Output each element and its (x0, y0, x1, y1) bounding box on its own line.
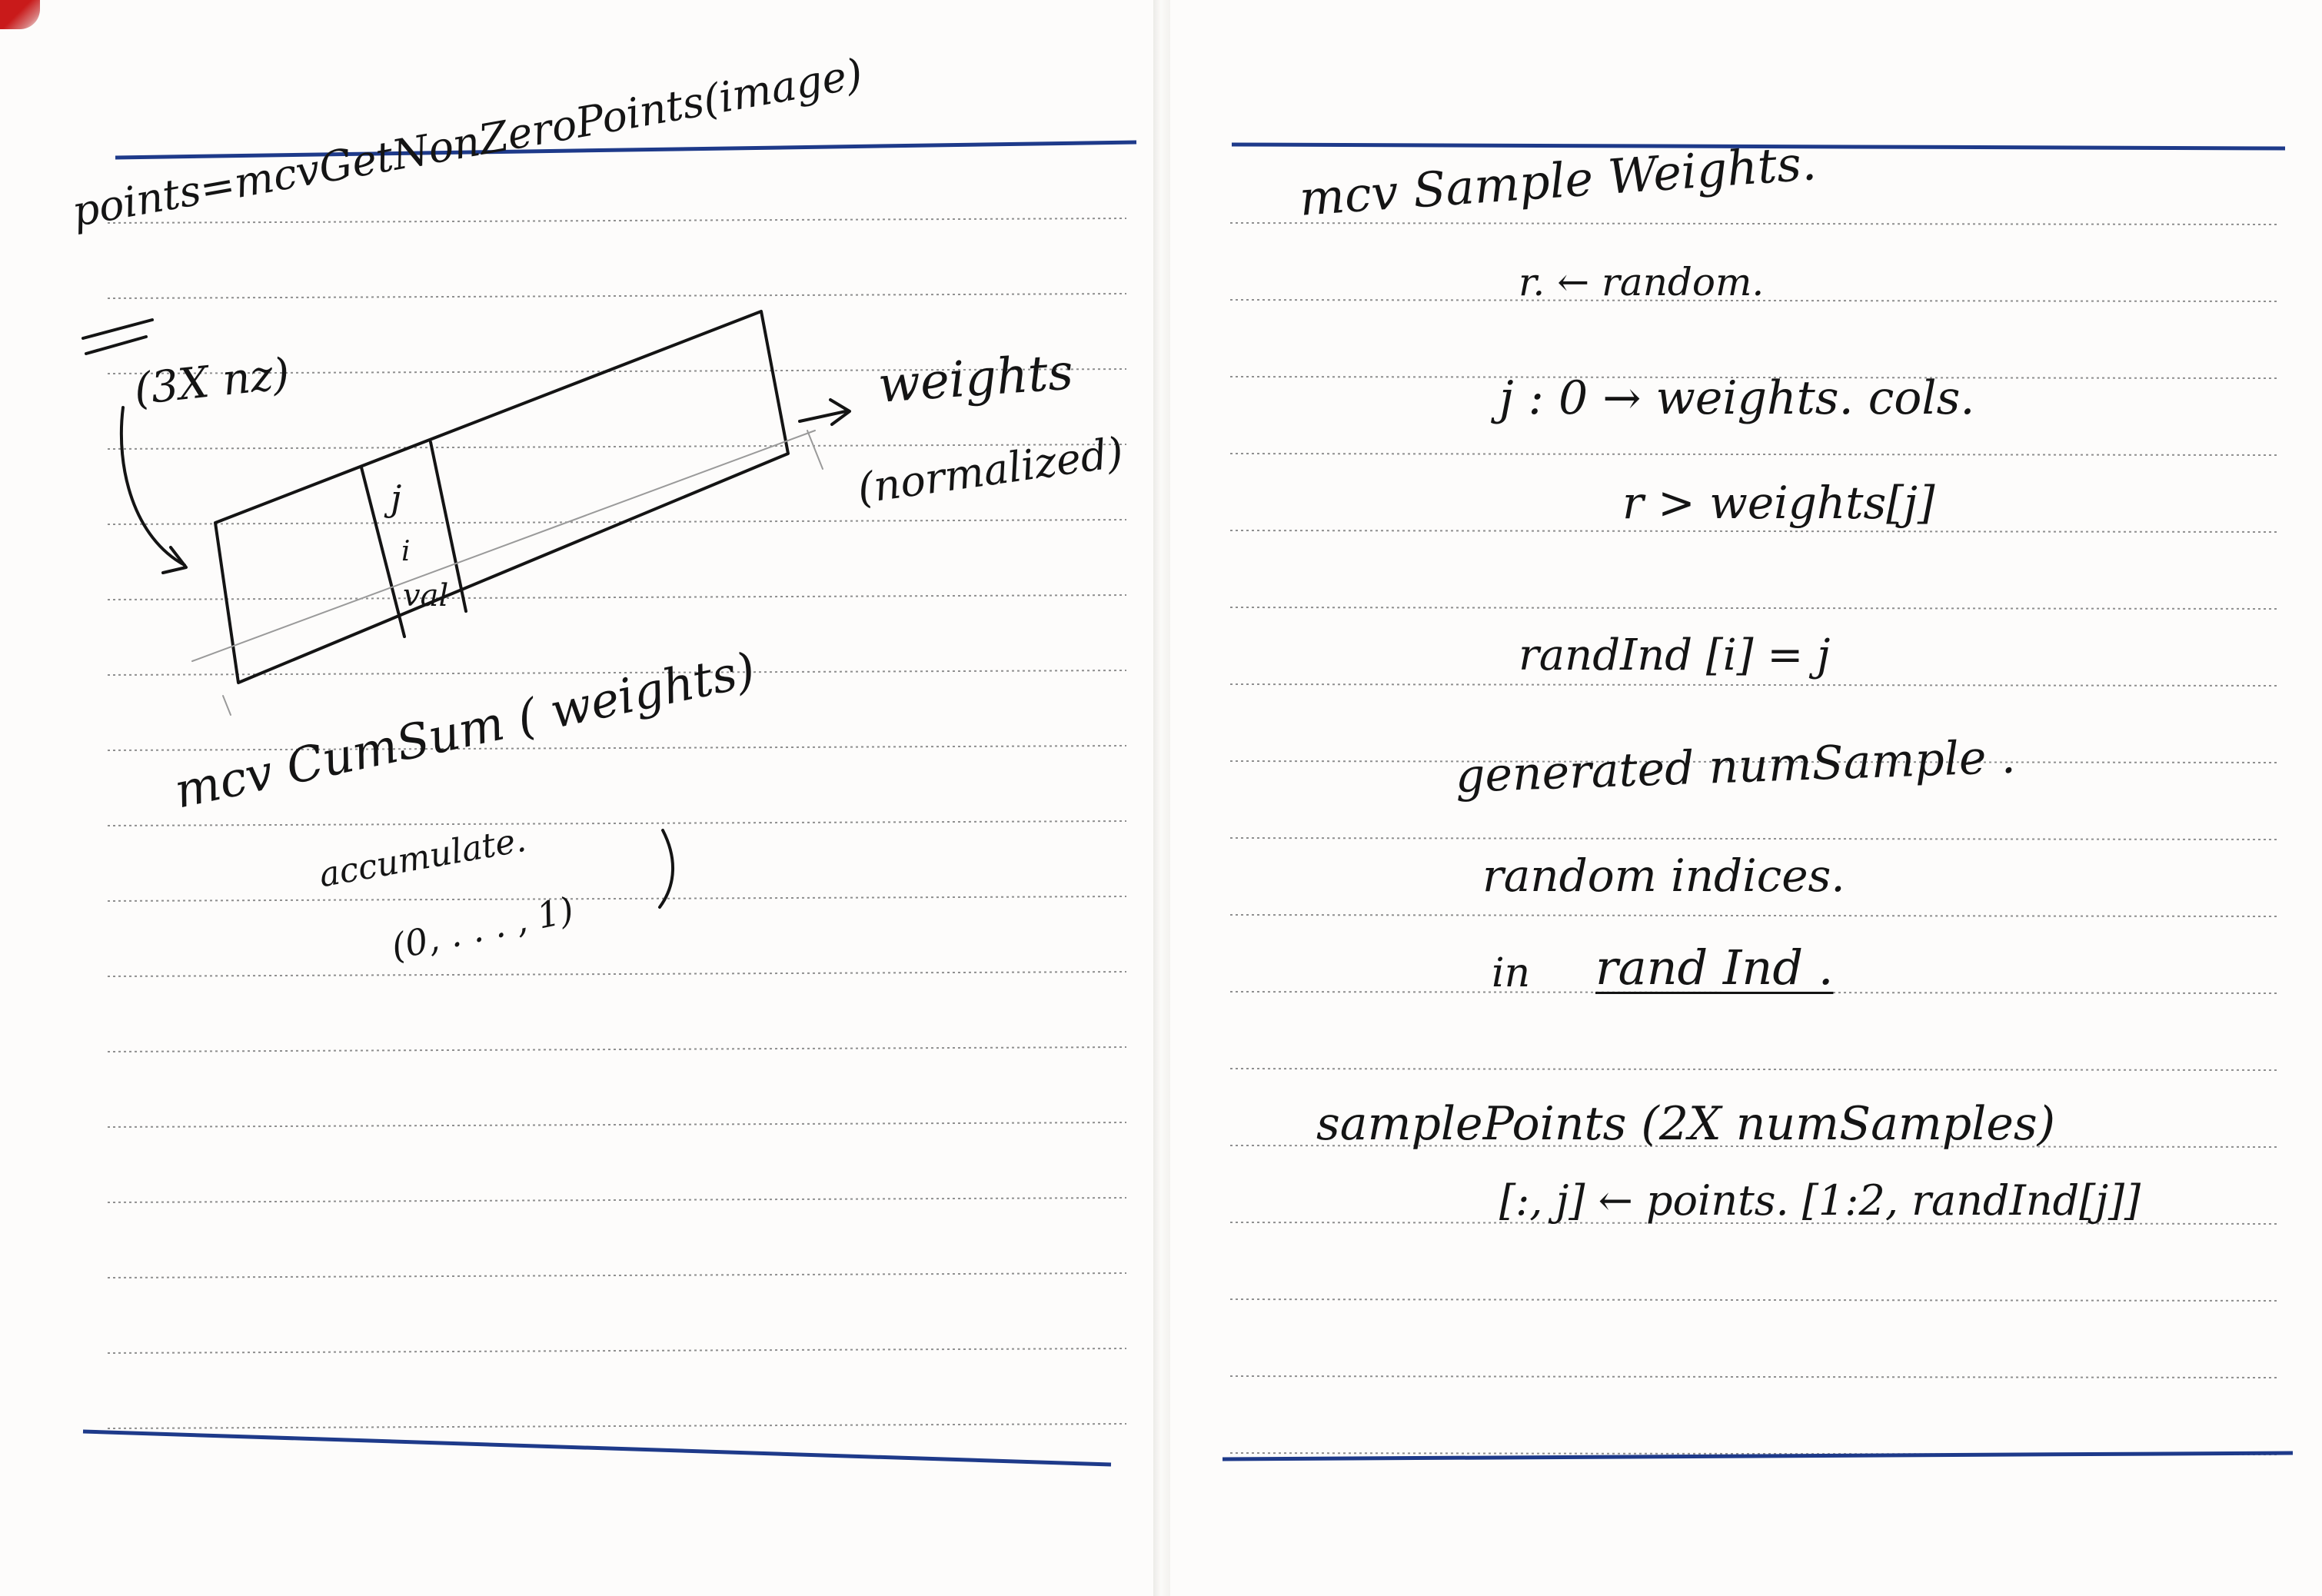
right-ruled-line (1229, 1145, 2278, 1148)
dims-arrowhead (161, 546, 188, 574)
generated-line-3-prefix: in (1492, 950, 1531, 996)
dims-arrow (119, 406, 186, 567)
right-ruled-line (1229, 1375, 2278, 1378)
right-ruled-line (1229, 991, 2278, 994)
right-ruled-line (1229, 1068, 2278, 1071)
matrix-shadow-3 (807, 430, 823, 470)
right-ruled-line (1229, 760, 2278, 763)
right-ruled-line (1229, 222, 2278, 225)
weights-arrow (798, 410, 847, 423)
right-ruled-line (1229, 376, 2278, 379)
right-ruled-line (1229, 299, 2278, 302)
condition-step: r > weights[j] (1622, 477, 1935, 529)
points-underline (82, 318, 154, 340)
range-paren (658, 829, 675, 909)
loop-step: j : 0 → weights. cols. (1499, 371, 1975, 425)
right-top-rule (1231, 142, 2286, 151)
matrix-cell-val: val (403, 578, 449, 613)
matrix-outline (214, 310, 790, 684)
weights-arrowhead (829, 398, 851, 426)
weights-label: weights (876, 344, 1076, 414)
matrix-column-right (429, 441, 467, 613)
matrix-cell-j: j (391, 477, 402, 519)
right-ruled-line (1229, 530, 2278, 533)
left-bottom-rule (82, 1429, 1112, 1467)
matrix-shadow-2 (222, 695, 231, 716)
right-ruled-line (1229, 453, 2278, 456)
generated-line-2: random indices. (1482, 850, 1845, 902)
matrix-column-left (360, 466, 406, 638)
right-ruled-line (1229, 683, 2278, 687)
points-underline-2 (85, 335, 148, 355)
right-ruled-line (1229, 607, 2278, 610)
assign-step: randInd [i] = j (1519, 630, 1831, 680)
random-step: r. ← random. (1519, 260, 1765, 304)
left-notebook-page (0, 0, 1153, 1596)
sample-assign: [:, j] ← points. [1:2, randInd[j]] (1499, 1176, 2141, 1225)
right-ruled-line (1229, 1298, 2278, 1302)
right-ruled-line (1229, 1222, 2278, 1225)
matrix-cell-i: i (401, 536, 411, 567)
right-notebook-page (1170, 0, 2322, 1596)
sample-points-label: samplePoints (2X numSamples) (1316, 1097, 2056, 1151)
right-bottom-rule (1222, 1451, 2294, 1461)
left-top-rule (115, 140, 1137, 160)
notebook-gutter (1153, 0, 1170, 1596)
generated-line-3-var: rand Ind . (1595, 939, 1834, 996)
right-ruled-line (1229, 837, 2278, 840)
right-ruled-line (1229, 914, 2278, 917)
matrix-shadow (191, 430, 816, 662)
